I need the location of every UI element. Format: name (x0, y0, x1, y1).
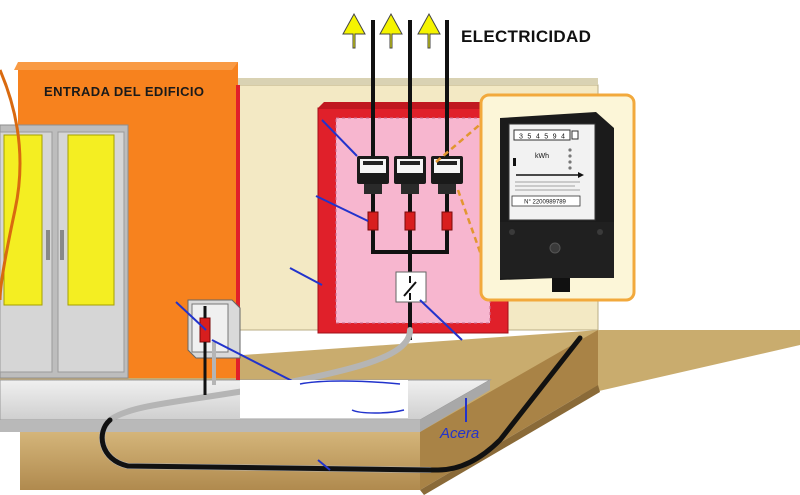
sidewalk-side (420, 380, 490, 432)
building-entrance-label: ENTRADA DEL EDIFICIO (44, 84, 205, 99)
entrance-glass-left (3, 134, 43, 306)
sidewalk-label: Acera (440, 425, 480, 442)
general-protection-box (187, 299, 241, 385)
entrance-handle-right (60, 230, 64, 260)
fuse-3 (441, 211, 453, 231)
arrow-up-icon-1 (342, 12, 366, 49)
ground-dark-edge (420, 385, 600, 495)
arrow-up-icon-3 (417, 12, 441, 49)
zoomed-meter: 3 5 4 5 9 4 kWh N° 2200989789 (500, 112, 614, 292)
arrow-up-icon-2 (379, 12, 403, 49)
entrance-glass-right (67, 134, 115, 306)
sidewalk-edge (0, 420, 420, 432)
ground-front (20, 432, 420, 490)
fuse-1 (367, 211, 379, 231)
pointer-line-ground (317, 459, 331, 471)
pointer-line-cable (211, 339, 301, 386)
meter-2 (394, 156, 426, 194)
cabinet-depth (318, 102, 514, 108)
pointer-line-switch (419, 299, 463, 341)
label-box-fragment (299, 380, 405, 414)
pointer-line-fuses (315, 195, 369, 222)
electricity-label: ELECTRICIDAD (461, 27, 592, 46)
entrance-handle-left (46, 230, 50, 260)
zoom-connector-top (435, 115, 491, 163)
pointer-line-meters (321, 119, 358, 157)
street-cable (427, 335, 583, 473)
main-switch-icon (395, 271, 427, 303)
building-curved-wall (0, 69, 22, 301)
zoom-unit: kWh (535, 153, 549, 160)
meter-3 (431, 156, 463, 194)
meter-1 (357, 156, 389, 194)
wall-top-edge (210, 78, 598, 85)
pointer-line-cabinet (289, 267, 323, 286)
service-cable-core (99, 417, 433, 473)
zoom-counter: 3 5 4 5 9 4 (519, 134, 565, 142)
building-top-cap (14, 62, 238, 70)
building-red-edge (236, 85, 240, 380)
blank-label-box (240, 380, 408, 418)
pointer-line-gpb (175, 301, 207, 331)
fuse-2 (404, 211, 416, 231)
zoom-serial: N° 2200989789 (524, 200, 566, 206)
zoom-connector-bottom (456, 189, 492, 281)
